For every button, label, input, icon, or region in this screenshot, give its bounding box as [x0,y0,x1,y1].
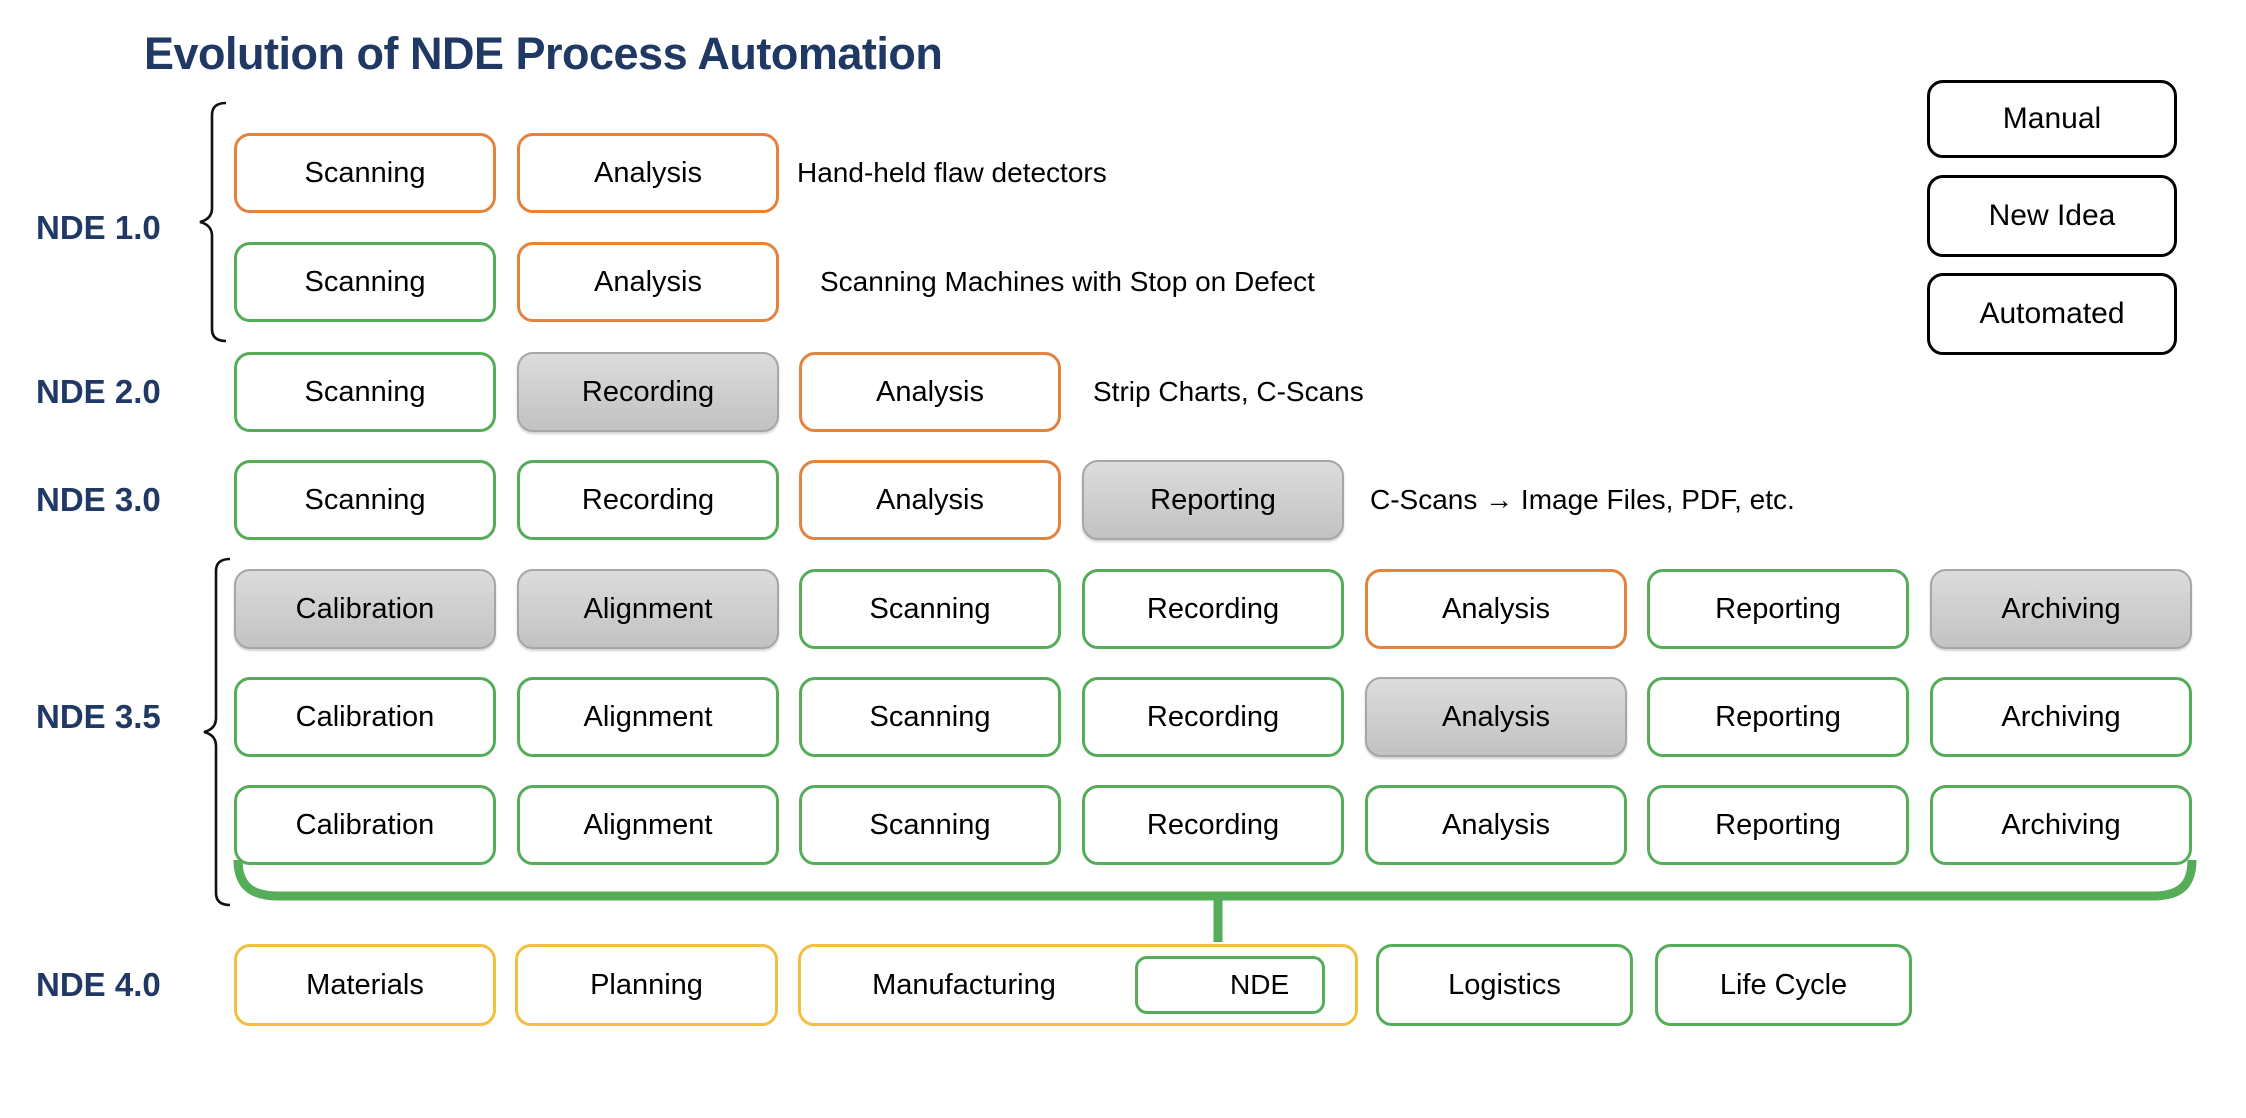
process-box-label: Analysis [1442,700,1550,733]
process-box-archiving: Archiving [1930,785,2192,865]
process-box-label: Calibration [295,700,435,733]
process-box-label: Analysis [1442,808,1550,841]
process-box-label: Analysis [594,156,702,189]
process-box-analysis: Analysis [517,133,779,213]
process-box-label: Scanning [869,808,991,841]
process-box-scanning: Scanning [234,352,496,432]
process-box-label: Scanning [304,156,426,189]
process-box-label: Scanning [304,265,426,298]
row-annotation: Scanning Machines with Stop on Defect [820,266,1315,297]
process-box-analysis: Analysis [799,352,1061,432]
process-box-label: Alignment [583,808,713,841]
process-box-label: Analysis [594,265,702,298]
process-box-label: Archiving [2001,808,2121,841]
legend-item-automated: Automated [1927,273,2177,355]
process-box-alignment: Alignment [517,677,779,757]
process-box-reporting: Reporting [1647,677,1909,757]
process-box-materials: Materials [234,944,496,1026]
process-box-label: Archiving [2001,592,2121,625]
row-annotation: Hand-held flaw detectors [797,157,1107,188]
process-box-label: Reporting [1715,700,1841,733]
process-box-label: Analysis [876,483,984,516]
legend-label: Automated [1979,297,2125,330]
process-box-label: Manufacturing [872,968,1056,1001]
process-box-scanning: Scanning [799,569,1061,649]
process-box-scanning: Scanning [799,677,1061,757]
row-annotation: Strip Charts, C-Scans [1093,376,1364,407]
process-box-scanning: Scanning [799,785,1061,865]
process-box-label: Recording [1146,700,1280,733]
process-box-label: Recording [1146,592,1280,625]
process-box-calibration: Calibration [234,677,496,757]
nde-3-5-grouping-bracket-icon [203,557,231,907]
legend-label: New Idea [1988,199,2116,232]
process-box-scanning: Scanning [234,460,496,540]
process-box-planning: Planning [515,944,778,1026]
process-box-label: Reporting [1715,808,1841,841]
process-box-calibration: Calibration [234,785,496,865]
process-box-archiving: Archiving [1930,677,2192,757]
process-box-label: Recording [581,483,715,516]
process-box-archiving: Archiving [1930,569,2192,649]
process-box-calibration: Calibration [234,569,496,649]
process-box-scanning: Scanning [234,242,496,322]
legend-item-new-idea: New Idea [1927,175,2177,257]
page-title: Evolution of NDE Process Automation [144,28,943,79]
process-box-label: Reporting [1715,592,1841,625]
nde35-to-nde4-brace-icon [233,859,2197,942]
process-box-recording: Recording [517,460,779,540]
process-box-label: Scanning [869,700,991,733]
process-box-label: Recording [1146,808,1280,841]
legend-item-manual: Manual [1927,80,2177,158]
process-box-reporting: Reporting [1647,569,1909,649]
process-box-label: Life Cycle [1719,968,1848,1001]
process-box-label: Calibration [295,808,435,841]
process-box-label: Reporting [1150,483,1276,516]
process-box-label: Analysis [1442,592,1550,625]
row-annotation: C-Scans → Image Files, PDF, etc. [1370,484,1795,515]
process-box-analysis: Analysis [517,242,779,322]
process-box-reporting: Reporting [1082,460,1344,540]
process-box-label: Scanning [869,592,991,625]
process-box-label: Planning [590,968,703,1001]
generation-label-nde-3-5: NDE 3.5 [36,698,161,735]
process-box-recording: Recording [1082,677,1344,757]
process-box-logistics: Logistics [1376,944,1633,1026]
generation-label-nde-1-0: NDE 1.0 [36,209,161,246]
process-box-label: Calibration [295,592,435,625]
nde-1-0-grouping-bracket-icon [199,101,227,343]
process-box-analysis: Analysis [1365,677,1627,757]
process-box-alignment: Alignment [517,569,779,649]
process-box-alignment: Alignment [517,785,779,865]
process-box-nde: NDE [1135,956,1325,1014]
process-box-analysis: Analysis [1365,569,1627,649]
process-box-label: Scanning [304,375,426,408]
process-box-reporting: Reporting [1647,785,1909,865]
process-box-label: Alignment [583,592,713,625]
generation-label-nde-3-0: NDE 3.0 [36,481,161,518]
generation-label-nde-2-0: NDE 2.0 [36,373,161,410]
process-box-label: Logistics [1448,968,1561,1001]
process-box-label: Alignment [583,700,713,733]
generation-label-nde-4-0: NDE 4.0 [36,966,161,1003]
process-box-label: Archiving [2001,700,2121,733]
process-box-recording: Recording [1082,785,1344,865]
process-box-recording: Recording [517,352,779,432]
process-box-label: Scanning [304,483,426,516]
process-box-analysis: Analysis [799,460,1061,540]
legend-label: Manual [2002,102,2102,135]
process-box-analysis: Analysis [1365,785,1627,865]
process-box-life-cycle: Life Cycle [1655,944,1912,1026]
process-box-label: Recording [581,375,715,408]
process-box-label: Analysis [876,375,984,408]
process-box-recording: Recording [1082,569,1344,649]
process-box-manufacturing: Manufacturing NDE [798,944,1358,1026]
process-box-label: Materials [306,968,424,1001]
process-box-scanning: Scanning [234,133,496,213]
